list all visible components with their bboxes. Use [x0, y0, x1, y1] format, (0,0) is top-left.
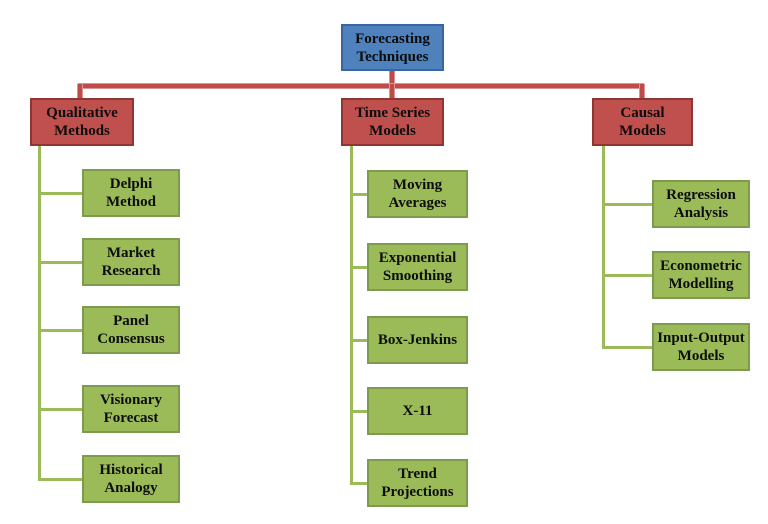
- node-regression-analysis: Regression Analysis: [652, 180, 750, 228]
- stub-trend-projections: [350, 482, 367, 485]
- node-x-11: X-11: [367, 387, 468, 435]
- root-connector-stub: [390, 71, 394, 84]
- qualitative-trunk-line: [38, 146, 41, 481]
- stub-delphi-method: [38, 192, 82, 195]
- stub-input-output-models: [602, 346, 652, 349]
- stub-box-jenkins: [350, 339, 367, 342]
- node-panel-consensus: Panel Consensus: [82, 306, 180, 354]
- node-delphi-method: Delphi Method: [82, 169, 180, 217]
- node-econometric-modelling: Econometric Modelling: [652, 251, 750, 299]
- node-moving-averages: Moving Averages: [367, 170, 468, 218]
- node-causal-models: Causal Models: [592, 98, 693, 146]
- node-exponential-smoothing: Exponential Smoothing: [367, 243, 468, 291]
- stub-exponential-smoothing: [350, 266, 367, 269]
- stub-econometric-modelling: [602, 274, 652, 277]
- causal-trunk-line: [602, 146, 605, 349]
- node-forecasting-techniques: Forecasting Techniques: [341, 24, 444, 71]
- branch-connector-bar: [78, 84, 644, 88]
- stub-historical-analogy: [38, 478, 82, 481]
- node-time-series-models: Time Series Models: [341, 98, 444, 146]
- qualitative-connector-stub: [78, 84, 82, 98]
- stub-moving-averages: [350, 193, 367, 196]
- stub-visionary-forecast: [38, 408, 82, 411]
- stub-x-11: [350, 410, 367, 413]
- causal-connector-stub: [640, 84, 644, 98]
- node-input-output-models: Input-Output Models: [652, 323, 750, 371]
- time-series-connector-stub: [390, 84, 394, 98]
- stub-market-research: [38, 261, 82, 264]
- node-trend-projections: Trend Projections: [367, 459, 468, 507]
- node-market-research: Market Research: [82, 238, 180, 286]
- stub-panel-consensus: [38, 329, 82, 332]
- node-historical-analogy: Historical Analogy: [82, 455, 180, 503]
- node-qualitative-methods: Qualitative Methods: [30, 98, 134, 146]
- time-series-trunk-line: [350, 145, 353, 485]
- node-box-jenkins: Box-Jenkins: [367, 316, 468, 364]
- node-visionary-forecast: Visionary Forecast: [82, 385, 180, 433]
- stub-regression-analysis: [602, 203, 652, 206]
